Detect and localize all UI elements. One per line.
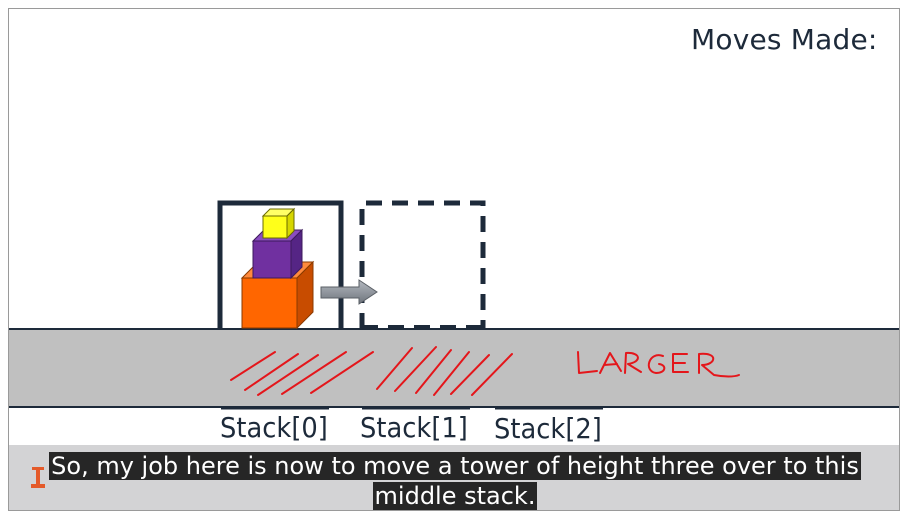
floor-band (9, 329, 899, 407)
stack0-label: Stack[0] (220, 411, 328, 444)
stack0-frame (217, 200, 344, 329)
stack1-label: Stack[1] (360, 411, 468, 444)
small-cube (261, 207, 296, 240)
right-arrow-icon (320, 279, 378, 305)
handwritten-hatching (230, 346, 513, 396)
lesson-slide: Moves Made: (8, 8, 900, 511)
stack2-label: Stack[2] (494, 412, 602, 445)
text-cursor-icon (31, 467, 45, 488)
moves-made-label: Moves Made: (691, 23, 878, 56)
tower-scene (9, 200, 899, 410)
stack1-frame (359, 200, 486, 329)
caption-bar: So, my job here is now to move a tower o… (9, 445, 899, 510)
handwritten-larger (577, 351, 740, 378)
large-cube (240, 260, 315, 330)
caption-line-1: So, my job here is now to move a tower o… (49, 452, 861, 480)
caption-line-2: middle stack. (372, 482, 538, 510)
subtitle-caption: So, my job here is now to move a tower o… (29, 451, 881, 510)
